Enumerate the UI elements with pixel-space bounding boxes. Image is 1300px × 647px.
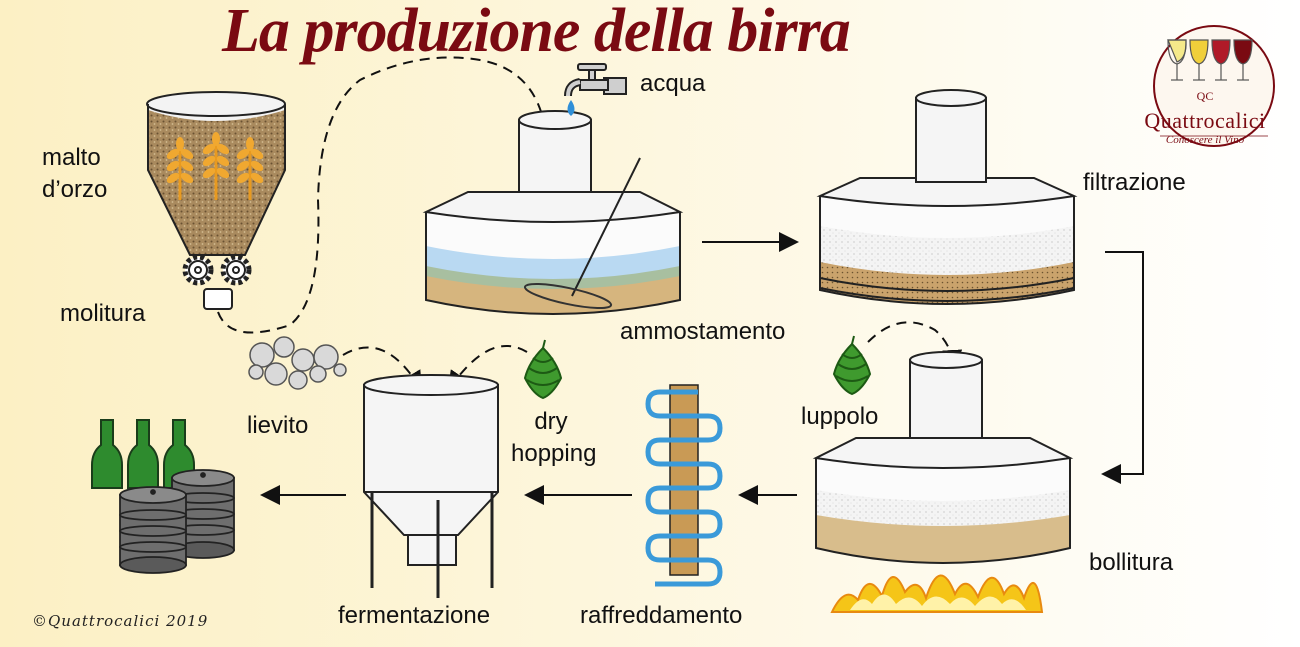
fermenter (363, 374, 499, 598)
label-acqua: acqua (640, 70, 706, 97)
label-raffreddamento: raffreddamento (580, 602, 743, 629)
label-molitura: molitura (60, 300, 146, 327)
label-bollitura: bollitura (1089, 549, 1174, 576)
malt-hopper (146, 91, 286, 310)
label-filtrazione: filtrazione (1083, 169, 1186, 196)
flame-icon (830, 574, 1044, 613)
cooler (645, 384, 723, 587)
label-malto: malto d’orzo (42, 144, 108, 204)
hop-icon (523, 339, 563, 400)
wheat-icon (166, 132, 264, 200)
tap-icon (564, 63, 627, 116)
page-title: La produzione della birra (222, 0, 851, 65)
copyright: ©Quattrocalici 2019 (32, 612, 209, 630)
mash-tun (422, 110, 684, 315)
logo (1153, 25, 1275, 147)
wine-glass-icon (1167, 39, 1253, 81)
logo-initials: QC (1196, 89, 1214, 103)
label-dry-hopping: dry hopping (511, 408, 597, 468)
label-luppolo: luppolo (801, 403, 879, 430)
label-ammostamento: ammostamento (620, 318, 786, 345)
logo-name: Quattrocalici (1144, 108, 1266, 133)
keg-icon (119, 469, 235, 574)
boil-kettle (812, 351, 1074, 564)
hop-icon (832, 335, 872, 396)
logo-tagline: Conoscere il Vino (1165, 134, 1245, 146)
label-lievito: lievito (247, 412, 309, 439)
lauter-tun (816, 89, 1078, 305)
label-fermentazione: fermentazione (338, 602, 491, 629)
yeast-icon (248, 336, 347, 390)
gear-icon (182, 254, 252, 286)
